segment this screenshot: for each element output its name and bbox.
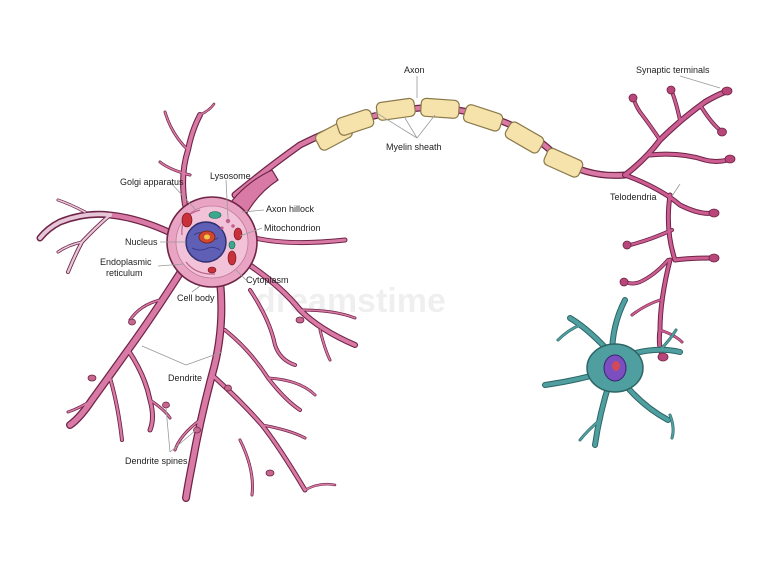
watermark: dreamstime — [255, 282, 446, 320]
telodendria — [619, 85, 736, 362]
lysosome — [225, 218, 231, 224]
label-endoplasmic-reticulum-1: Endoplasmic — [100, 257, 152, 267]
dendrite-spines — [87, 316, 305, 477]
myelin-sheath — [314, 97, 584, 178]
synaptic-terminals — [619, 85, 736, 362]
target-neuron — [542, 297, 683, 448]
leader-lines — [141, 75, 721, 453]
label-lysosome: Lysosome — [210, 171, 251, 181]
label-myelin-sheath: Myelin sheath — [386, 142, 442, 152]
label-telodendria: Telodendria — [610, 192, 657, 202]
mitochondrion — [181, 212, 193, 228]
dendrites — [36, 102, 358, 502]
label-cell-body: Cell body — [177, 293, 215, 303]
label-axon-hillock: Axon hillock — [266, 204, 315, 214]
golgi-apparatus — [208, 211, 222, 219]
label-nucleus: Nucleus — [125, 237, 158, 247]
label-golgi-apparatus: Golgi apparatus — [120, 177, 184, 187]
label-mitochondrion: Mitochondrion — [264, 223, 321, 233]
label-axon: Axon — [404, 65, 425, 75]
label-endoplasmic-reticulum-2: reticulum — [106, 268, 143, 278]
cell-body — [166, 196, 258, 288]
label-synaptic-terminals: Synaptic terminals — [636, 65, 710, 75]
labels: Axon Myelin sheath Synaptic terminals Te… — [100, 65, 710, 466]
label-dendrite: Dendrite — [168, 373, 202, 383]
label-cytoplasm: Cytoplasm — [246, 275, 289, 285]
label-dendrite-spines: Dendrite spines — [125, 456, 188, 466]
